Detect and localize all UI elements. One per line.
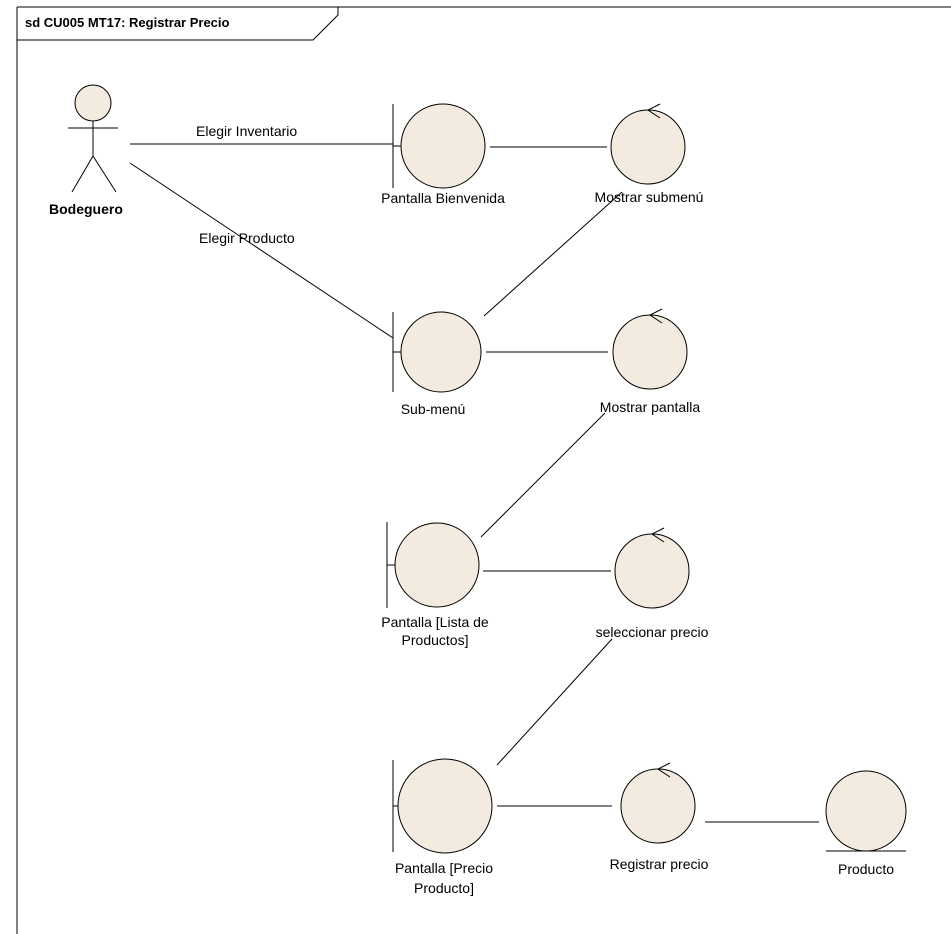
actor-head	[74, 84, 112, 122]
control-label-mostrar-pantalla: Mostrar pantalla	[599, 399, 701, 415]
connector-label-elegir-inventario: Elegir Inventario	[196, 123, 298, 139]
connector-label-elegir-producto: Elegir Producto	[199, 230, 295, 246]
connector-actor-submenu[interactable]	[129, 162, 394, 339]
boundary-label-sub-menu: Sub-menú	[400, 401, 466, 417]
boundary-pantalla-precio-producto[interactable]	[392, 758, 493, 854]
boundary-label-precio-line2: Producto]	[414, 880, 474, 896]
control-mostrar-pantalla[interactable]	[612, 308, 688, 390]
boundary-label-lista-line2: Productos]	[401, 632, 469, 648]
control-label-registrar-precio: Registrar precio	[609, 856, 709, 872]
boundary-pantalla-lista-productos[interactable]	[386, 522, 480, 608]
connector-precio-seleccionar-precio[interactable]	[496, 638, 613, 766]
control-label-mostrar-submenu: Mostrar submenú	[594, 189, 704, 205]
connectors	[129, 143, 819, 823]
boundary-pantalla-bienvenida[interactable]	[392, 103, 486, 189]
entity-producto[interactable]	[825, 770, 907, 852]
control-registrar-precio[interactable]	[620, 762, 696, 844]
boundary-label-lista-line1: Pantalla [Lista de	[381, 614, 489, 630]
frame-title: sd CU005 MT17: Registrar Precio	[25, 15, 230, 30]
entity-label-producto: Producto	[837, 861, 895, 877]
connector-submenu-mostrar-submenu[interactable]	[483, 191, 623, 317]
boundary-sub-menu[interactable]	[392, 311, 482, 393]
actor-name-label: Bodeguero	[49, 201, 123, 217]
boundary-label-precio-line1: Pantalla [Precio	[394, 860, 494, 876]
connector-lista-mostrar-pantalla[interactable]	[480, 412, 606, 538]
control-seleccionar-precio[interactable]	[614, 527, 690, 609]
diagram-frame	[16, 6, 951, 934]
control-mostrar-submenu[interactable]	[610, 103, 686, 185]
boundary-label-pantalla-bienvenida: Pantalla Bienvenida	[381, 190, 505, 206]
control-label-seleccionar-precio: seleccionar precio	[595, 624, 709, 640]
actor-bodeguero[interactable]	[68, 84, 118, 193]
